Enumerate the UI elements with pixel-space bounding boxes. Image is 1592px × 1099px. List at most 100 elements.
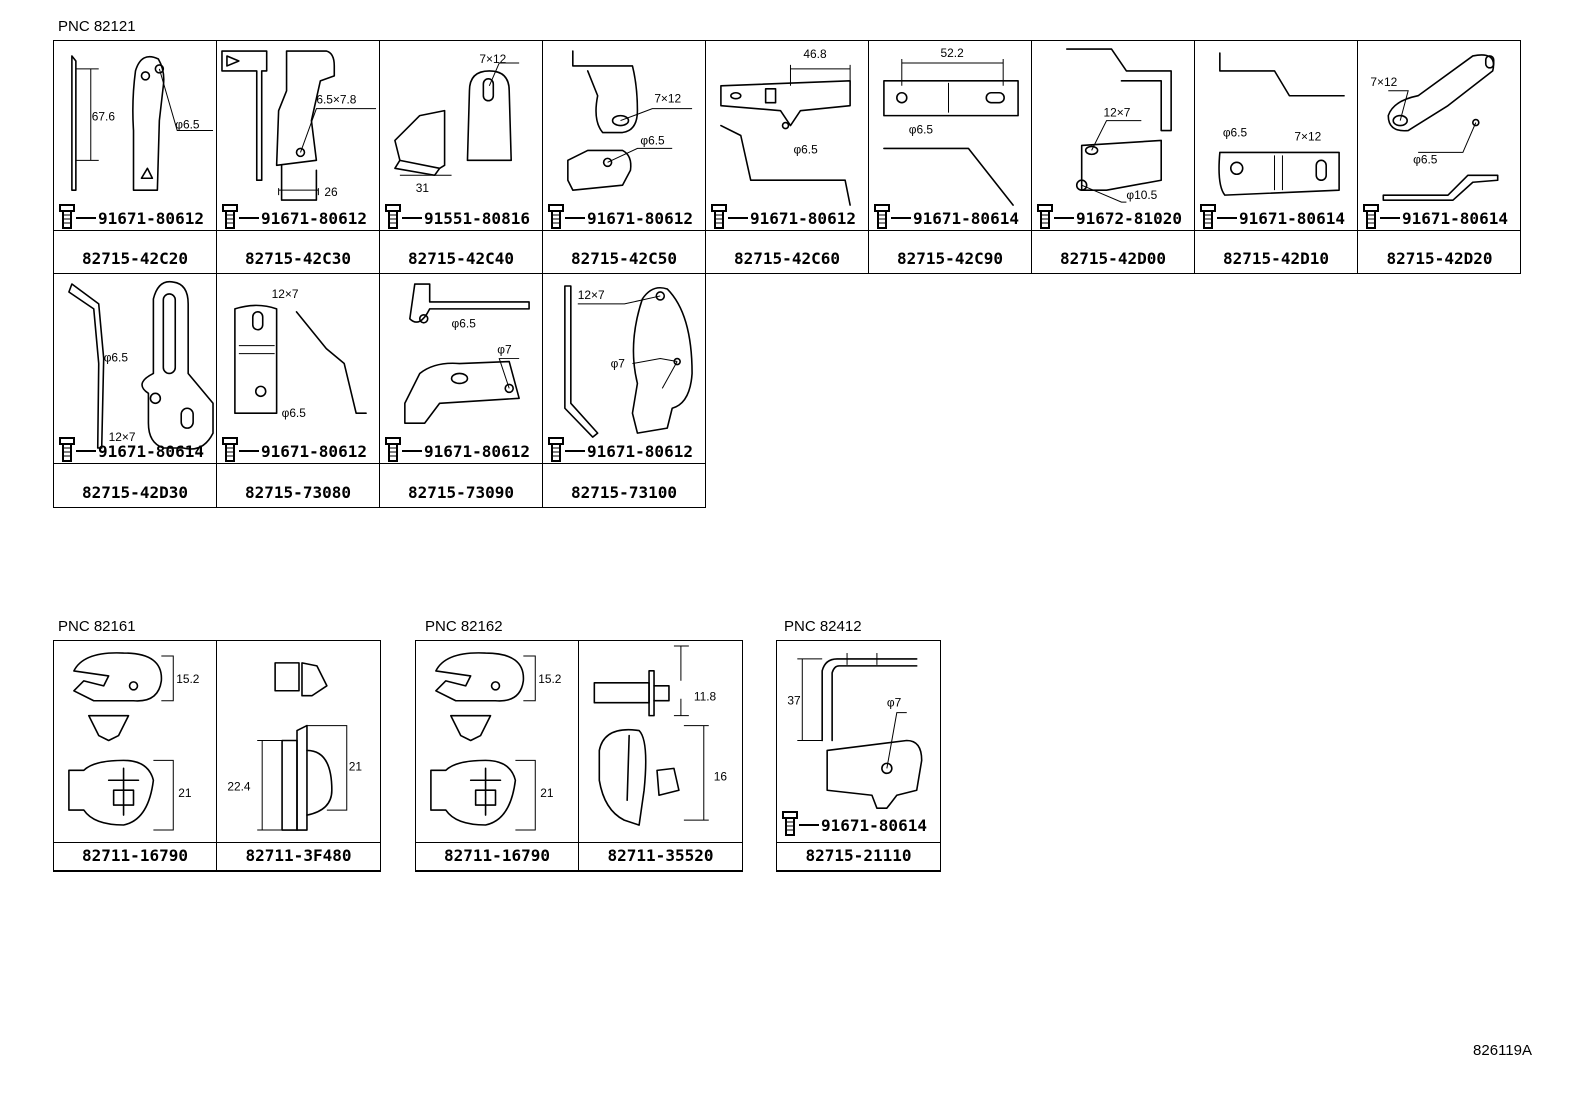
pnc-label-82412: PNC 82412	[784, 618, 862, 635]
bracket-cell[interactable]: φ6.5 7×12 91671-80614 82715-42D10	[1195, 41, 1358, 274]
dim-height: 22.4	[227, 779, 251, 793]
bracket-cell[interactable]: 37 φ7 91671-80614 82715-21110	[777, 641, 940, 871]
bolt-part-number[interactable]: 91671-80614	[98, 441, 204, 461]
part-number[interactable]: 82715-42C20	[82, 249, 188, 268]
bolt-part-number[interactable]: 91671-80614	[821, 815, 927, 835]
bolt-icon	[58, 203, 76, 233]
dim-width: 21	[178, 786, 192, 800]
bolt-part-number[interactable]: 91671-80614	[1402, 208, 1508, 228]
bolt-icon	[547, 203, 565, 233]
bracket-cell[interactable]: 7×12 φ6.5 91671-80612 82715-42C50	[543, 41, 706, 274]
part-number[interactable]: 82711-35520	[607, 846, 714, 865]
bolt-part-number[interactable]: 91671-80612	[261, 441, 367, 461]
clamp-grid-82162: 15.2 21 82711-16790 11.8 16	[415, 640, 743, 872]
clamp-cell[interactable]: 15.2 21 82711-16790	[54, 641, 217, 871]
bolt-callout: 91671-80612	[547, 437, 693, 463]
bracket-cell[interactable]: 31 7×12 91551-80816 82715-42C40	[380, 41, 543, 274]
dim-width: 21	[540, 786, 554, 800]
part-number[interactable]: 82715-73080	[245, 483, 351, 502]
bolt-icon	[384, 203, 402, 233]
bracket-drawing: 31 7×12	[380, 41, 542, 231]
bracket-cell[interactable]: φ6.5 12×7 91671-80614 82715-42D30	[54, 274, 217, 507]
clamp-cell[interactable]: 11.8 16 82711-35520	[579, 641, 742, 871]
drawing-reference: 826119A	[1473, 1042, 1532, 1059]
part-number[interactable]: 82715-73090	[408, 483, 514, 502]
bracket-drawing: 52.2 φ6.5	[869, 41, 1031, 231]
dim-hole: φ7	[887, 696, 902, 710]
dim-height: 15.2	[176, 672, 200, 686]
dim-hole: φ7	[611, 357, 626, 371]
bracket-drawing: φ6.5 12×7	[54, 274, 216, 464]
part-number[interactable]: 82711-3F480	[245, 846, 352, 865]
bracket-drawing: 26 6.5×7.8	[217, 41, 379, 231]
bracket-drawing: 37 φ7	[777, 641, 940, 843]
bracket-cell[interactable]: 46.8 φ6.5 91671-80612 82715-42C60	[706, 41, 869, 274]
bracket-cell[interactable]: 7×12 φ6.5 91671-80614 82715-42D20	[1358, 41, 1521, 274]
bracket-cell[interactable]: 12×7 φ10.5 91672-81020 82715-42D00	[1032, 41, 1195, 274]
part-number[interactable]: 82715-42C60	[734, 249, 840, 268]
part-number[interactable]: 82715-42D10	[1223, 249, 1329, 268]
bracket-drawing: φ6.5 φ7	[380, 274, 542, 464]
bracket-drawing: 46.8 φ6.5	[706, 41, 868, 231]
part-number[interactable]: 82715-42C30	[245, 249, 351, 268]
bolt-part-number[interactable]: 91672-81020	[1076, 208, 1182, 228]
bracket-cell[interactable]: 12×7 φ7 91671-80612 82715-73100	[543, 274, 706, 507]
bolt-part-number[interactable]: 91671-80612	[424, 441, 530, 461]
bracket-drawing: φ6.5 7×12	[1195, 41, 1357, 231]
part-number[interactable]: 82711-16790	[82, 846, 188, 865]
bolt-part-number[interactable]: 91671-80612	[750, 208, 856, 228]
part-number[interactable]: 82715-42D00	[1060, 249, 1166, 268]
bolt-callout: 91671-80614	[873, 203, 1019, 233]
dim-hole: φ6.5	[282, 406, 307, 420]
dim-slot: 6.5×7.8	[316, 93, 356, 107]
part-number[interactable]: 82715-42C40	[408, 249, 514, 268]
bolt-part-number[interactable]: 91671-80614	[1239, 208, 1345, 228]
part-number[interactable]: 82715-42D20	[1386, 249, 1493, 268]
dim-width: 21	[349, 759, 363, 773]
part-number[interactable]: 82711-16790	[444, 846, 550, 865]
part-number[interactable]: 82715-42D30	[82, 483, 188, 502]
bolt-part-number[interactable]: 91671-80614	[913, 208, 1019, 228]
clamp-cell[interactable]: 22.4 21 82711-3F480	[217, 641, 380, 871]
bolt-callout: 91671-80614	[1199, 203, 1345, 233]
dim-hole: φ6.5	[640, 133, 665, 147]
bracket-cell[interactable]: φ6.5 φ7 91671-80612 82715-73090	[380, 274, 543, 507]
dim-slot: 11.8	[694, 690, 717, 704]
bolt-part-number[interactable]: 91551-80816	[424, 208, 530, 228]
bracket-cell[interactable]: 26 6.5×7.8 91671-80612 82715-42C30	[217, 41, 380, 274]
part-number[interactable]: 82715-21110	[805, 846, 912, 865]
bolt-part-number[interactable]: 91671-80612	[98, 208, 204, 228]
bolt-icon	[1199, 203, 1217, 233]
clamp-cell[interactable]: 15.2 21 82711-16790	[416, 641, 579, 871]
bracket-cell[interactable]: 12×7 φ6.5 91671-80612 82715-73080	[217, 274, 380, 507]
bolt-icon	[873, 203, 891, 233]
bolt-icon	[58, 436, 76, 466]
part-number[interactable]: 82715-42C90	[897, 249, 1003, 268]
bracket-cell[interactable]: 52.2 φ6.5 91671-80614 82715-42C90	[869, 41, 1032, 274]
bolt-icon	[710, 203, 728, 233]
bolt-callout: 91671-80614	[58, 436, 204, 466]
bolt-part-number[interactable]: 91671-80612	[587, 208, 693, 228]
dim-hole: φ10.5	[1126, 188, 1157, 202]
dim-height: 37	[787, 694, 801, 708]
bracket-drawing: 12×7 φ10.5	[1032, 41, 1194, 231]
bolt-callout: 91672-81020	[1036, 204, 1182, 230]
part-number[interactable]: 82715-73100	[571, 483, 677, 502]
clamp-drawing: 15.2 21	[54, 641, 216, 843]
dim-hole: φ6.5	[1413, 152, 1438, 166]
bolt-callout: 91671-80614	[1362, 204, 1508, 230]
dim-height: 16	[714, 769, 728, 783]
clamp-drawing: 22.4 21	[217, 641, 380, 843]
dim-hole-2: φ7	[497, 343, 512, 357]
part-number[interactable]: 82715-42C50	[571, 249, 677, 268]
bracket-drawing: 12×7 φ6.5	[217, 274, 379, 464]
bolt-icon	[384, 436, 402, 466]
dim-hole: φ6.5	[1223, 125, 1248, 139]
bracket-cell[interactable]: 67.6 φ6.5 91671-80612 82715-42C20	[54, 41, 217, 274]
clamp-grid-82161: 15.2 21 82711-16790 22.4 21	[53, 640, 381, 872]
bolt-part-number[interactable]: 91671-80612	[587, 441, 693, 461]
dim-hole: φ6.5	[793, 142, 818, 156]
bracket-grid-82412: 37 φ7 91671-80614 82715-21110	[776, 640, 941, 872]
bolt-callout: 91671-80612	[221, 204, 367, 230]
bolt-part-number[interactable]: 91671-80612	[261, 208, 367, 228]
